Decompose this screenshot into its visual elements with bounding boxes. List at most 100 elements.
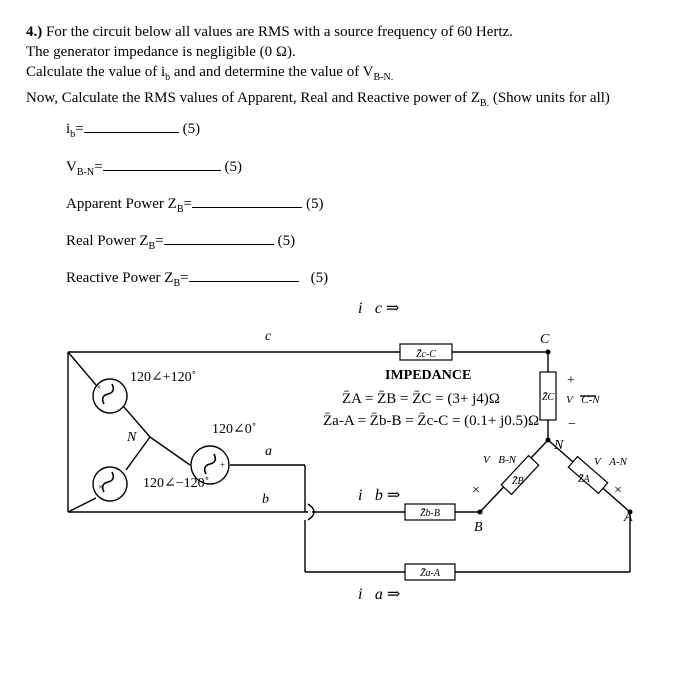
answer-real-blank[interactable] xyxy=(163,230,274,245)
circuit-wires xyxy=(67,351,631,573)
answer-vbn-points: (5) xyxy=(224,159,243,175)
label-v-AN: V⃗A-N xyxy=(594,456,628,468)
label-v-BN: V⃗B-N xyxy=(483,454,517,466)
node-N-dot xyxy=(545,437,551,443)
answer-vbn: VB-N= (5) xyxy=(66,156,242,178)
label-z-bB: Z̄b-B xyxy=(420,508,440,519)
label-source-b: 120∠−120˚ xyxy=(143,476,209,491)
source-c-polarity: × xyxy=(96,382,101,392)
label-source-c: 120∠+120˚ xyxy=(130,370,196,385)
z-cC-box xyxy=(399,343,453,361)
sine-c-icon xyxy=(101,383,115,405)
label-node-N-load: N xyxy=(553,438,564,453)
answer-vbn-label: V xyxy=(66,159,77,175)
answer-ib-points: (5) xyxy=(182,121,201,137)
source-polarity: × + × xyxy=(96,382,225,492)
answer-apparent-blank[interactable] xyxy=(191,193,302,208)
problem-number: 4.) xyxy=(26,24,43,40)
z-B-box xyxy=(500,454,540,496)
answer-reactive-points: (5) xyxy=(310,270,329,286)
problem-sub-4a: B. xyxy=(479,98,490,109)
label-node-c: c xyxy=(265,329,272,344)
label-node-N: N xyxy=(126,430,137,445)
wire-source-c-neutral xyxy=(123,406,151,438)
label-source-a: 120∠0˚ xyxy=(212,422,256,437)
source-a-polarity: + xyxy=(220,460,225,470)
node-C-dot xyxy=(545,349,551,355)
wire-source-b-left xyxy=(67,497,97,513)
label-z-cC: Z̄c-C xyxy=(416,349,436,360)
answer-reactive-label: Reactive Power Z xyxy=(66,270,174,286)
node-B-dot xyxy=(477,509,483,515)
problem-sub-3b: B-N. xyxy=(373,72,394,83)
answer-ib-eq: = xyxy=(75,121,84,137)
label-node-B: B xyxy=(474,520,483,535)
z-bB-box xyxy=(404,503,456,521)
label-current-b: i⃗b ⇒ xyxy=(358,487,400,504)
label-z-B: Z̄B xyxy=(512,476,524,487)
problem-text-4a: Now, Calculate the RMS values of Apparen… xyxy=(26,90,480,106)
sources xyxy=(92,378,230,502)
label-node-a: a xyxy=(265,444,272,459)
label-current-c: i⃗c ⇒ xyxy=(358,300,399,317)
label-node-b: b xyxy=(262,492,269,507)
problem-line-1: 4.) For the circuit below all values are… xyxy=(26,22,686,42)
problem-text-1: For the circuit below all values are RMS… xyxy=(46,24,513,40)
label-node-A: A xyxy=(623,510,633,525)
answer-apparent-sub: B xyxy=(176,204,184,215)
source-b-polarity: × xyxy=(98,482,103,492)
answer-vbn-eq: = xyxy=(94,159,103,175)
answer-ib-label: i xyxy=(66,121,71,137)
label-z-C: Z̄C xyxy=(542,392,555,403)
answer-reactive: Reactive Power ZB=(5) xyxy=(66,267,328,289)
problem-statement: 4.) For the circuit below all values are… xyxy=(26,22,686,114)
answer-real-sub: B xyxy=(148,241,156,252)
sine-a-icon xyxy=(203,453,217,475)
label-z-A: Z̄A xyxy=(578,474,591,485)
answer-real-eq: = xyxy=(155,233,164,249)
wire-to-source-c xyxy=(67,351,97,386)
answer-ib-blank[interactable] xyxy=(83,118,179,133)
label-current-a: i⃗a ⇒ xyxy=(358,586,400,603)
label-minus: − xyxy=(568,417,576,432)
answer-vbn-sub: B-N xyxy=(76,167,95,178)
impedance-title: IMPEDANCE xyxy=(385,368,471,383)
answer-apparent: Apparent Power ZB= (5) xyxy=(66,193,323,215)
answer-real-label: Real Power Z xyxy=(66,233,149,249)
answer-ib: ib= (5) xyxy=(66,118,200,140)
z-C-box xyxy=(539,371,557,421)
answer-apparent-label: Apparent Power Z xyxy=(66,196,177,212)
answer-apparent-eq: = xyxy=(183,196,192,212)
label-node-C: C xyxy=(540,332,550,347)
problem-line-4: Now, Calculate the RMS values of Apparen… xyxy=(26,88,686,114)
answer-ib-sub: b xyxy=(70,129,76,140)
node-A-dot xyxy=(627,509,633,515)
z-aA-box xyxy=(404,563,456,581)
answer-apparent-points: (5) xyxy=(305,196,324,212)
problem-line-2: The generator impedance is negligible (0… xyxy=(26,44,296,60)
label-v-CN: V⃗C-N xyxy=(566,394,600,406)
problem-sub-3a: b xyxy=(165,72,171,83)
problem-text-3a: Calculate the value of i xyxy=(26,64,166,80)
label-cross-B: × xyxy=(472,483,480,498)
answer-real: Real Power ZB= (5) xyxy=(66,230,295,252)
wire-neutral-source-b xyxy=(125,436,151,471)
label-cross-A: × xyxy=(614,483,622,498)
sine-b-icon xyxy=(101,471,115,493)
answer-vbn-blank[interactable] xyxy=(102,156,221,171)
answer-real-points: (5) xyxy=(277,233,296,249)
circuit-labels: c a b N C B A N 120∠+120˚ 120∠0˚ 120∠−12… xyxy=(126,300,633,603)
z-A-box xyxy=(567,455,609,495)
answer-reactive-blank[interactable] xyxy=(188,267,299,282)
wire-neutral-source-a xyxy=(149,436,191,466)
source-a-icon xyxy=(190,445,230,485)
impedance-eq-load: Z̄A = Z̄B = Z̄C = (3+ j4)Ω xyxy=(342,391,500,407)
node-dots xyxy=(477,349,633,515)
problem-text-4b: (Show units for all) xyxy=(489,90,610,106)
source-c-icon xyxy=(92,378,128,414)
answer-reactive-eq: = xyxy=(180,270,189,286)
problem-text-3b: and and determine the value of V xyxy=(170,64,374,80)
label-plus: + xyxy=(567,373,575,388)
source-b-icon xyxy=(92,466,128,502)
